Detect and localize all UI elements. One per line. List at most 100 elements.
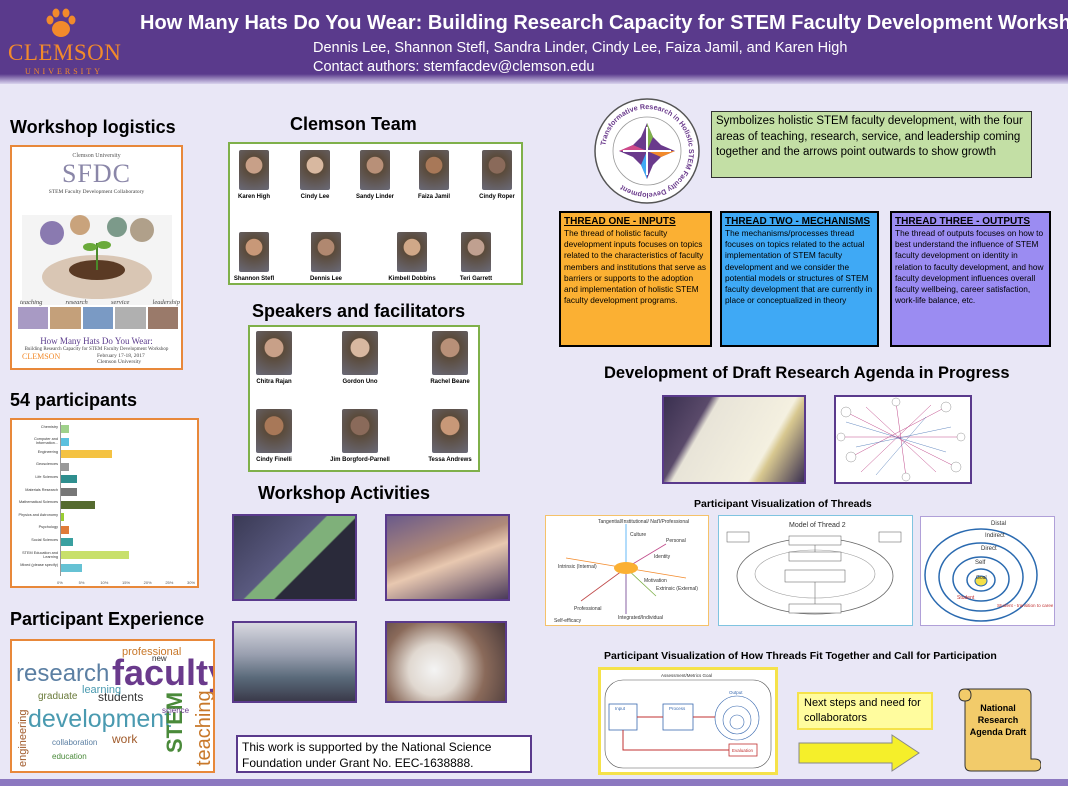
bar-category-label: Materials Research xyxy=(25,487,58,492)
thread-two-body: The mechanisms/processes thread focuses … xyxy=(725,228,873,306)
workshop-logistics-heading: Workshop logistics xyxy=(10,117,176,137)
model-diagram-graphic: Model of Thread 2 xyxy=(726,522,902,615)
flyer-date-text: February 17-18, 2017 xyxy=(97,353,145,359)
scroll-label: National Research Agenda Draft xyxy=(969,703,1027,737)
cloud-word: work xyxy=(111,732,138,746)
speaker-name: Cindy Finelli xyxy=(256,457,292,463)
flyer-word: service xyxy=(110,299,130,306)
concept-map-graphic xyxy=(836,397,966,482)
contact-line: Contact authors: stemfacdev@clemson.edu xyxy=(313,59,595,75)
speaker-photo xyxy=(256,331,292,375)
flow-label: Process xyxy=(669,706,686,711)
cloud-word: students xyxy=(98,690,143,704)
header-banner: CLEMSON UNIVERSITY How Many Hats Do You … xyxy=(0,0,1068,84)
thread-three-body: The thread of outputs focuses on how to … xyxy=(895,228,1044,306)
diagram-label: Personal xyxy=(666,538,686,544)
clemson-team-heading: Clemson Team xyxy=(290,114,417,134)
cloud-word: development xyxy=(28,705,171,733)
speaker-member: Cindy Finelli xyxy=(250,409,304,463)
flow-label: Output xyxy=(729,690,743,695)
speaker-name: Jim Borgford-Parnell xyxy=(330,457,390,463)
flyer-photo-strip xyxy=(18,307,179,329)
bar xyxy=(60,462,69,471)
team-name: Teri Garrett xyxy=(459,276,493,282)
team-name: Sandy Linder xyxy=(355,194,394,200)
team-photo xyxy=(239,232,269,272)
flyer-top-line: Clemson University xyxy=(72,153,121,159)
team-photo xyxy=(360,150,390,190)
poster-title: How Many Hats Do You Wear: Building Rese… xyxy=(140,12,1068,34)
tiger-paw-icon xyxy=(46,8,76,37)
diagram-label: Professional xyxy=(574,606,602,612)
word-cloud: research faculty development STEM teachi… xyxy=(10,639,215,773)
cloud-word: professional xyxy=(122,646,181,658)
bar-tick-label: 0% xyxy=(57,580,63,585)
circle-label: Student xyxy=(957,595,975,601)
activity-photo-lecture xyxy=(232,514,357,601)
agenda-concept-map xyxy=(834,395,972,484)
activity-photo-discussion xyxy=(385,514,510,601)
thread-three-title: THREAD THREE - OUTPUTS xyxy=(895,216,1030,227)
flow-label: Assessment/Metrics Goal xyxy=(661,673,712,678)
cloud-word: graduate xyxy=(38,691,78,702)
cloud-word: new xyxy=(152,654,167,663)
circle-label: Indirect xyxy=(985,533,1005,539)
cloud-word: engineering xyxy=(17,710,29,768)
diagram-label: Tangential/Institutional/ Nat'l/Professi… xyxy=(598,519,689,525)
team-member: Sandy Linder xyxy=(345,150,405,200)
bar-category-label: Chemistry xyxy=(40,424,58,429)
team-member: Shannon Stefl xyxy=(230,232,284,282)
bar-axis xyxy=(60,422,61,576)
flyer-event-title: How Many Hats Do You Wear: xyxy=(40,336,153,346)
diagram-label: Self-efficacy xyxy=(554,618,582,624)
university-wordmark: UNIVERSITY xyxy=(25,67,103,76)
header-gradient-edge xyxy=(0,74,1068,84)
team-photo xyxy=(239,150,269,190)
cloud-word: education xyxy=(52,752,87,761)
cloud-word: science xyxy=(162,706,190,715)
bar xyxy=(60,525,69,534)
bar xyxy=(60,450,112,459)
cloud-word: collaboration xyxy=(52,738,97,747)
speaker-member: Jim Borgford-Parnell xyxy=(330,409,390,463)
thread-diagram-motivation: Tangential/Institutional/ Nat'l/Professi… xyxy=(545,515,709,626)
cloud-word: teaching xyxy=(193,690,213,766)
team-member: Karen High xyxy=(230,150,284,200)
cloud-word: learning xyxy=(82,684,121,696)
team-member: Dennis Lee xyxy=(296,232,356,282)
team-name: Cindy Lee xyxy=(300,194,330,200)
word-cloud-graphic: research faculty development STEM teachi… xyxy=(16,646,213,768)
flyer-words: teaching research service leadership xyxy=(20,299,180,306)
circle-label: Self xyxy=(975,560,986,566)
workshop-flyer: Clemson University SFDC STEM Faculty Dev… xyxy=(10,145,183,370)
team-photo xyxy=(300,150,330,190)
flyer-acronym: SFDC xyxy=(61,159,132,188)
team-member: Faiza Jamil xyxy=(404,150,464,200)
bar xyxy=(60,475,78,484)
threads-fit-diagram: Assessment/Metrics Goal Input Process Ou… xyxy=(598,667,778,775)
team-photo xyxy=(482,150,512,190)
circle-label: Goal xyxy=(976,575,987,581)
bar-category-label: Physics and Astronomy xyxy=(18,512,58,517)
bar-tick-label: 30% xyxy=(187,580,196,585)
motivation-diagram-graphic: Tangential/Institutional/ Nat'l/Professi… xyxy=(554,519,698,624)
cloud-word: STEM xyxy=(162,692,187,753)
circle-label: Distal xyxy=(991,521,1006,527)
bar xyxy=(60,425,69,433)
circle-label: Student - transition to careers xyxy=(997,603,1053,608)
activity-photo-tables xyxy=(385,621,507,703)
team-name: Cindy Roper xyxy=(479,194,515,200)
bar xyxy=(60,551,130,559)
cloud-word: faculty xyxy=(112,652,213,693)
team-photo xyxy=(397,232,427,272)
bar xyxy=(60,437,69,446)
bar xyxy=(60,488,78,496)
threads-visualization-heading: Participant Visualization of Threads xyxy=(694,498,872,510)
team-name: Shannon Stefl xyxy=(233,276,275,282)
research-agenda-heading: Development of Draft Research Agenda in … xyxy=(604,364,1010,382)
flyer-word: leadership xyxy=(152,299,180,306)
thread-one-body: The thread of holistic faculty developme… xyxy=(564,228,707,306)
bar-tick-label: 5% xyxy=(78,580,85,585)
